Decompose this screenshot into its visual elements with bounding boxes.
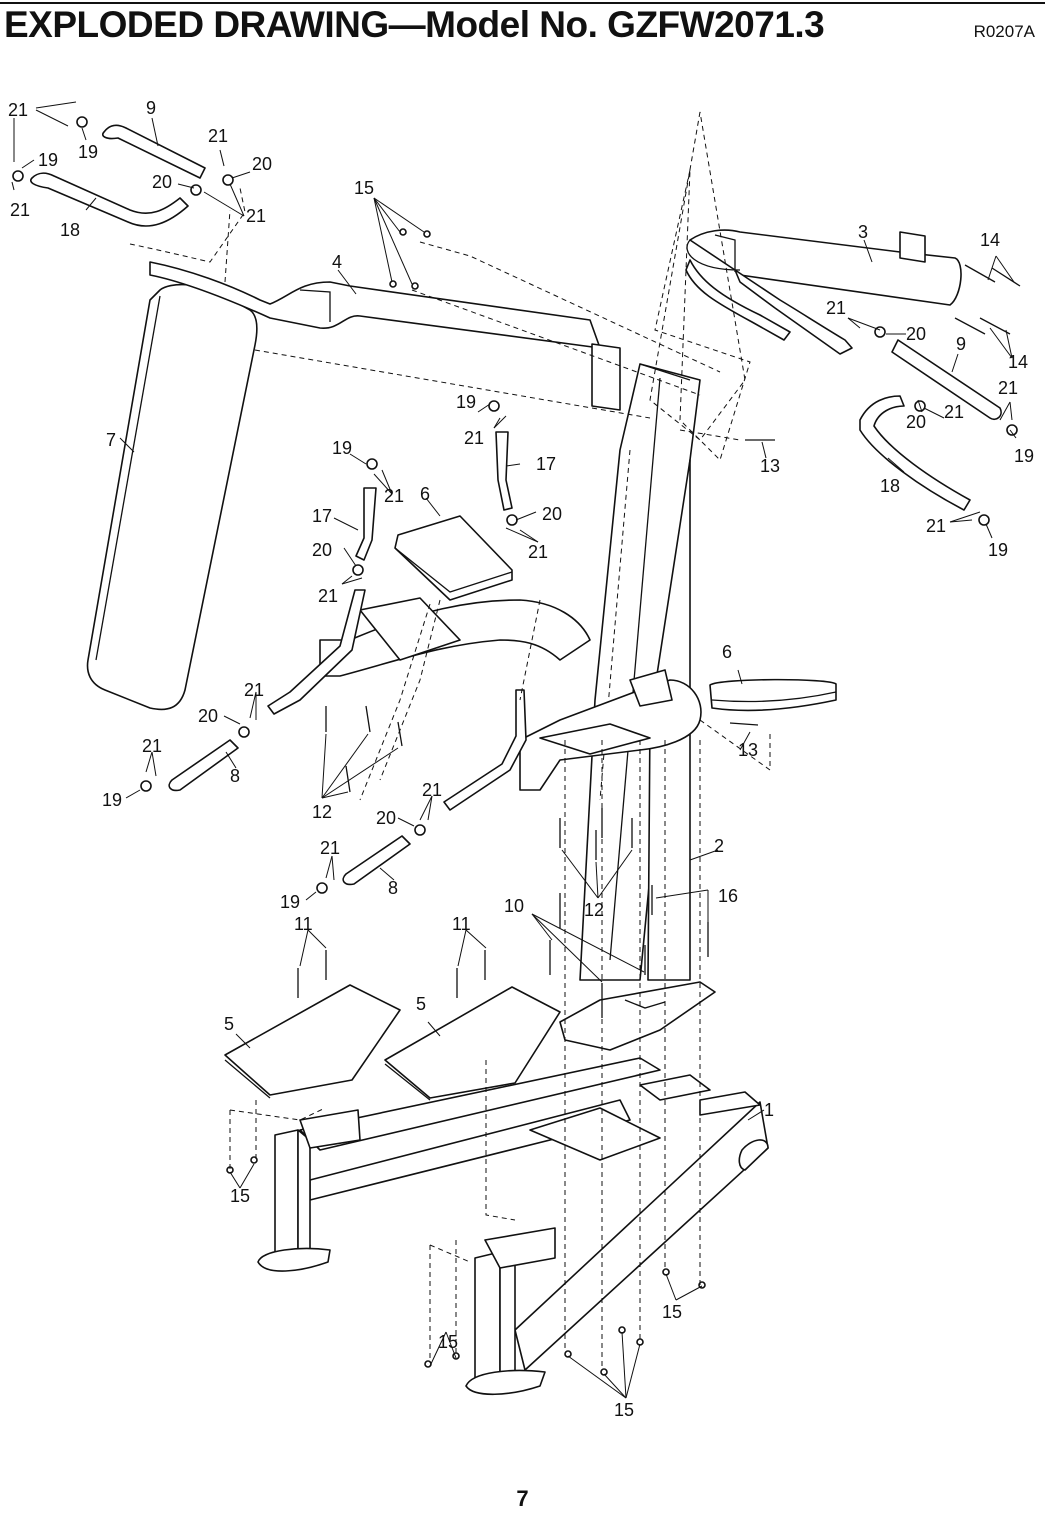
callout-21e: 21 bbox=[464, 428, 484, 448]
callout-19f: 19 bbox=[280, 892, 300, 912]
callout-10: 10 bbox=[504, 896, 524, 916]
part-foam-roller-9-right bbox=[891, 339, 1002, 421]
callout-20f: 20 bbox=[376, 808, 396, 828]
callout-8b: 8 bbox=[388, 878, 398, 898]
part-foam-roller-9-left bbox=[102, 124, 206, 179]
callout-20g: 20 bbox=[906, 324, 926, 344]
callout-12: 12 bbox=[312, 802, 332, 822]
callout-20c: 20 bbox=[312, 540, 332, 560]
callout-19h: 19 bbox=[988, 540, 1008, 560]
callout-21j: 21 bbox=[142, 736, 162, 756]
callout-8: 8 bbox=[230, 766, 240, 786]
callout-3: 3 bbox=[858, 222, 868, 242]
callout-18: 18 bbox=[60, 220, 80, 240]
callout-13b: 13 bbox=[738, 740, 758, 760]
fasteners bbox=[12, 116, 1018, 1376]
part-backrest-pad bbox=[86, 283, 258, 711]
part-seat-plate-right bbox=[539, 723, 651, 755]
callout-21i: 21 bbox=[244, 680, 264, 700]
callout-20h: 20 bbox=[906, 412, 926, 432]
part-seat-pad-right bbox=[709, 678, 837, 712]
part-foam-roller-8-upper bbox=[168, 739, 239, 792]
callout-20d: 20 bbox=[542, 504, 562, 524]
callout-21b: 21 bbox=[10, 200, 30, 220]
callout-1: 1 bbox=[764, 1100, 774, 1120]
callout-20b: 20 bbox=[152, 172, 172, 192]
callout-16: 16 bbox=[718, 886, 738, 906]
assembly-lines bbox=[129, 111, 771, 1370]
callout-20e: 20 bbox=[198, 706, 218, 726]
callout-13: 13 bbox=[760, 456, 780, 476]
page-title: EXPLODED DRAWING—Model No. GZFW2071.3 bbox=[4, 4, 825, 45]
callout-5b: 5 bbox=[416, 994, 426, 1014]
callout-21: 21 bbox=[8, 100, 28, 120]
callout-7: 7 bbox=[106, 430, 116, 450]
callout-19c: 19 bbox=[332, 438, 352, 458]
callout-18b: 18 bbox=[880, 476, 900, 496]
part-main-upright bbox=[579, 363, 701, 981]
part-upper-arm-3 bbox=[689, 229, 962, 306]
callout-5: 5 bbox=[224, 1014, 234, 1034]
callout-21h: 21 bbox=[318, 586, 338, 606]
callout-20: 20 bbox=[252, 154, 272, 174]
page-header: EXPLODED DRAWING—Model No. GZFW2071.3 R0… bbox=[0, 0, 1045, 48]
callout-15e: 15 bbox=[614, 1400, 634, 1420]
callout-9: 9 bbox=[146, 98, 156, 118]
callout-2: 2 bbox=[714, 836, 724, 856]
callout-19b: 19 bbox=[78, 142, 98, 162]
callout-21m: 21 bbox=[826, 298, 846, 318]
callout-19: 19 bbox=[38, 150, 58, 170]
callout-21k: 21 bbox=[422, 780, 442, 800]
callout-21n: 21 bbox=[944, 402, 964, 422]
part-seat-pad-left bbox=[394, 515, 513, 601]
callout-11b: 11 bbox=[452, 914, 471, 934]
bolts bbox=[297, 264, 1021, 1018]
part-seat-plate-left bbox=[359, 597, 461, 661]
header-rule bbox=[0, 2, 1045, 4]
callout-21d: 21 bbox=[246, 206, 266, 226]
callout-11: 11 bbox=[294, 914, 313, 934]
callout-15c: 15 bbox=[438, 1332, 458, 1352]
part-footplate-left bbox=[224, 984, 401, 1096]
callout-6: 6 bbox=[420, 484, 430, 504]
exploded-drawing: 1 2 3 4 5 5 6 6 7 8 8 9 9 10 11 11 12 12… bbox=[8, 98, 1034, 1420]
callout-21f: 21 bbox=[384, 486, 404, 506]
callout-4: 4 bbox=[332, 252, 342, 272]
callout-9b: 9 bbox=[956, 334, 966, 354]
part-handle-18-left bbox=[30, 172, 189, 227]
callout-15d: 15 bbox=[662, 1302, 682, 1322]
callout-19d: 19 bbox=[456, 392, 476, 412]
callout-15b: 15 bbox=[230, 1186, 250, 1206]
callout-6b: 6 bbox=[722, 642, 732, 662]
callout-21g: 21 bbox=[528, 542, 548, 562]
drawing-code: R0207A bbox=[973, 22, 1035, 41]
callout-21p: 21 bbox=[926, 516, 946, 536]
callout-17b: 17 bbox=[536, 454, 556, 474]
callout-21c: 21 bbox=[208, 126, 228, 146]
part-tube-17-left bbox=[355, 487, 377, 561]
callout-17: 17 bbox=[312, 506, 332, 526]
part-upper-frame bbox=[149, 261, 601, 349]
callout-21o: 21 bbox=[998, 378, 1018, 398]
callout-labels: 1 2 3 4 5 5 6 6 7 8 8 9 9 10 11 11 12 12… bbox=[8, 98, 1034, 1420]
callout-14b: 14 bbox=[1008, 352, 1028, 372]
callout-19e: 19 bbox=[102, 790, 122, 810]
callout-14: 14 bbox=[980, 230, 1000, 250]
leader-lines bbox=[11, 101, 1017, 1399]
callout-12b: 12 bbox=[584, 900, 604, 920]
part-footplate-right bbox=[384, 986, 561, 1099]
page-number: 7 bbox=[516, 1486, 529, 1511]
part-foam-roller-8-lower bbox=[342, 835, 411, 886]
part-handle-18-right bbox=[859, 395, 971, 511]
callout-15: 15 bbox=[354, 178, 374, 198]
part-tube-17-right bbox=[495, 431, 513, 511]
callout-19g: 19 bbox=[1014, 446, 1034, 466]
callout-21l: 21 bbox=[320, 838, 340, 858]
